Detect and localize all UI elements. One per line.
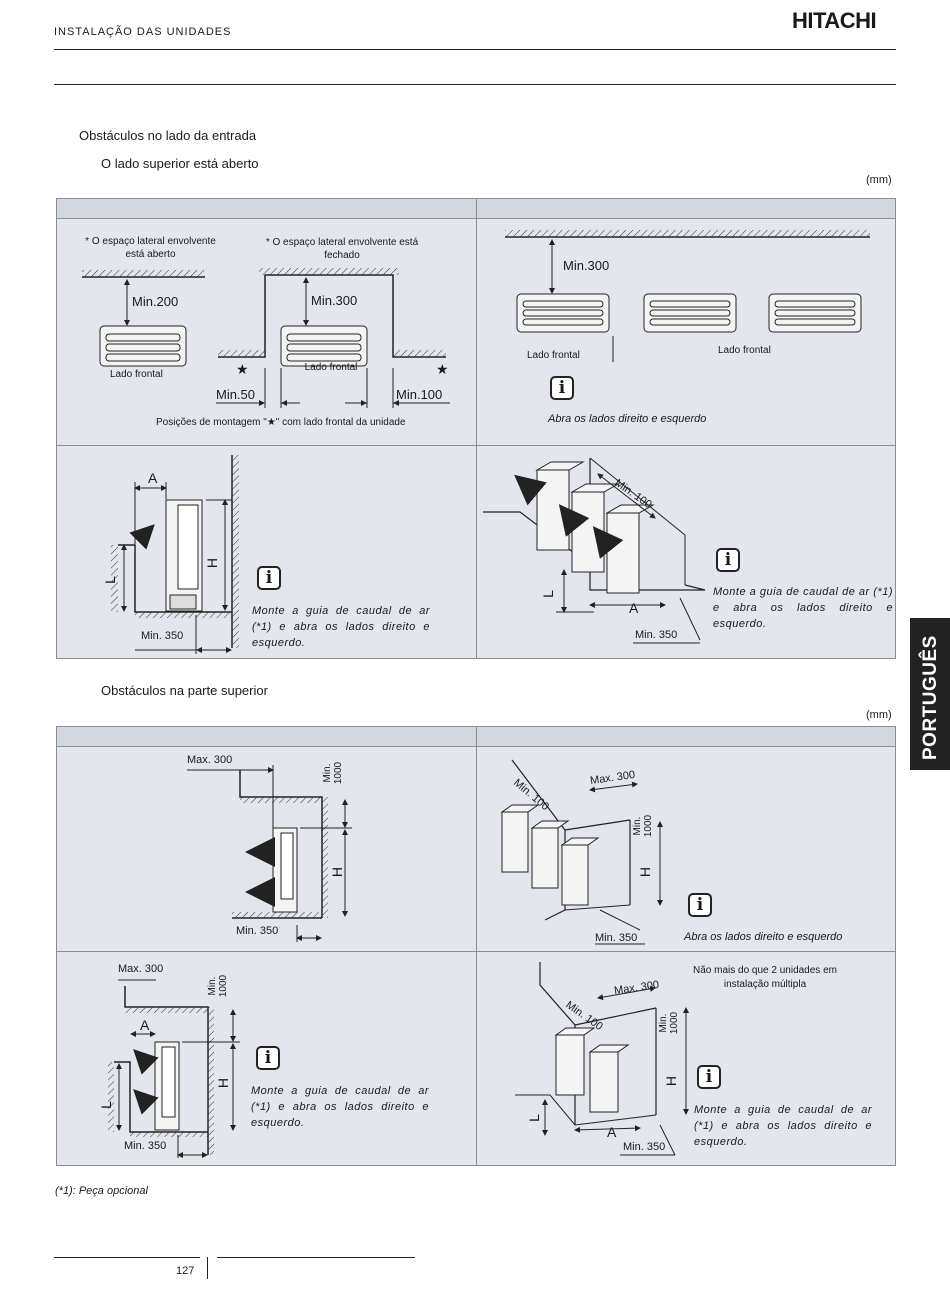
s2c-dim-H: H xyxy=(215,1077,232,1089)
s1a-enclosure xyxy=(218,268,446,358)
brand-logo: HITACHI xyxy=(792,8,877,33)
s2c-unit xyxy=(154,1041,180,1131)
s1a-min100: Min.100 xyxy=(396,387,443,402)
section1-unit: (mm) xyxy=(866,174,892,186)
s1d-dim-A: A xyxy=(629,600,639,616)
section2-divider-h xyxy=(57,951,895,952)
s1a-unit-open xyxy=(99,325,187,367)
s1a-note-closed: * O espaço lateral envolvente está fecha… xyxy=(265,237,419,261)
s1d-min350: Min. 350 xyxy=(635,629,678,641)
s1a-note-open: * O espaço lateral envolvente está abert… xyxy=(85,236,216,260)
s2a-dim-H: H xyxy=(329,866,346,878)
s2c-walls xyxy=(108,986,214,1155)
s2d-dim-A: A xyxy=(607,1124,617,1140)
s1b-front-label-1: Lado frontal xyxy=(527,350,580,361)
info-icon: i xyxy=(256,1046,280,1070)
s1c-note: Monte a guia de caudal de ar (*1) e abra… xyxy=(252,605,430,649)
section2-heading: Obstáculos na parte superior xyxy=(101,683,268,698)
section1-heading: Obstáculos no lado da entrada xyxy=(79,128,257,143)
s1c-unit xyxy=(165,499,203,612)
s1b-front-label-2: Lado frontal xyxy=(718,345,771,356)
s2c-dim-L: L xyxy=(97,1101,114,1109)
s1d-dim-L: L xyxy=(539,590,556,598)
info-icon: i xyxy=(257,566,281,590)
s1a-min300: Min.300 xyxy=(311,293,358,308)
s2c-max300: Max. 300 xyxy=(118,963,164,975)
info-icon: i xyxy=(716,548,740,572)
s1b-units xyxy=(516,293,862,333)
s2d-dim-L: L xyxy=(525,1114,542,1122)
s2d-min1000: Min. 1000 xyxy=(658,1011,680,1035)
footer-rule-left xyxy=(54,1257,200,1258)
section1-divider-h xyxy=(57,445,895,446)
s2a-unit xyxy=(272,827,298,913)
info-icon: i xyxy=(697,1065,721,1089)
s2c-min1000: Min. 1000 xyxy=(207,974,229,998)
s2c-dim-A: A xyxy=(140,1017,150,1033)
s1a-min200: Min.200 xyxy=(132,294,179,309)
section1-subheading: O lado superior está aberto xyxy=(101,156,259,171)
s2b-note: Abra os lados direito e esquerdo xyxy=(684,931,843,943)
s2d-units xyxy=(554,1027,630,1113)
s2b-units xyxy=(500,804,600,906)
page-number: 127 xyxy=(176,1265,195,1277)
language-tab xyxy=(910,618,950,770)
section1-divider-v xyxy=(476,199,477,658)
s1d-units xyxy=(535,461,655,594)
s2c-min350: Min. 350 xyxy=(124,1140,167,1152)
s1a-min50: Min.50 xyxy=(216,387,256,402)
s2b-min350: Min. 350 xyxy=(595,932,638,944)
s1d-note: Monte a guia de caudal de ar (*1) e abra… xyxy=(713,586,893,630)
star-icon: ★ xyxy=(236,361,249,377)
s1a-front-label: Lado frontal xyxy=(110,369,163,380)
s2d-min350: Min. 350 xyxy=(623,1141,666,1153)
s2c-note: Monte a guia de caudal de ar (*1) e abra… xyxy=(251,1085,429,1129)
s1c-dim-H: H xyxy=(204,557,221,569)
header-rule xyxy=(54,49,896,50)
header-title: INSTALAÇÃO DAS UNIDADES xyxy=(54,26,232,38)
s1a-positions-note: Posições de montagem "★" com lado fronta… xyxy=(156,417,406,428)
info-icon: i xyxy=(550,376,574,400)
s1a-open-wall xyxy=(82,270,205,278)
section-rule xyxy=(54,84,896,85)
star-icon: ★ xyxy=(436,361,449,377)
s1c-dim-A: A xyxy=(148,470,158,486)
s1c-min350: Min. 350 xyxy=(141,630,184,642)
s2d-limit-note: Não mais do que 2 unidades em instalação… xyxy=(693,965,837,990)
s1b-ceiling xyxy=(505,230,870,238)
s1a-front-label-closed: Lado frontal xyxy=(304,362,358,373)
footer-divider xyxy=(207,1257,208,1279)
s2b-dim-H: H xyxy=(637,866,654,878)
s1a-unit-closed xyxy=(280,325,368,367)
s2d-note: Monte a guia de caudal de ar (*1) e abra… xyxy=(694,1104,872,1148)
s1b-note: Abra os lados direito e esquerdo xyxy=(548,413,707,425)
s1b-min300: Min.300 xyxy=(563,258,610,273)
footer-rule-right xyxy=(217,1257,415,1258)
s2b-min1000: Min. 1000 xyxy=(632,814,654,838)
section2-divider-v xyxy=(476,727,477,1165)
s2a-walls xyxy=(232,770,328,919)
s2a-min1000: Min. 1000 xyxy=(322,761,344,785)
s1c-dim-L: L xyxy=(101,576,118,584)
s2d-dim-H: H xyxy=(663,1075,680,1087)
footnote: (*1): Peça opcional xyxy=(55,1185,148,1197)
s2a-min350: Min. 350 xyxy=(236,925,279,937)
section2-unit: (mm) xyxy=(866,709,892,721)
info-icon: i xyxy=(688,893,712,917)
s2a-max300: Max. 300 xyxy=(187,754,233,766)
